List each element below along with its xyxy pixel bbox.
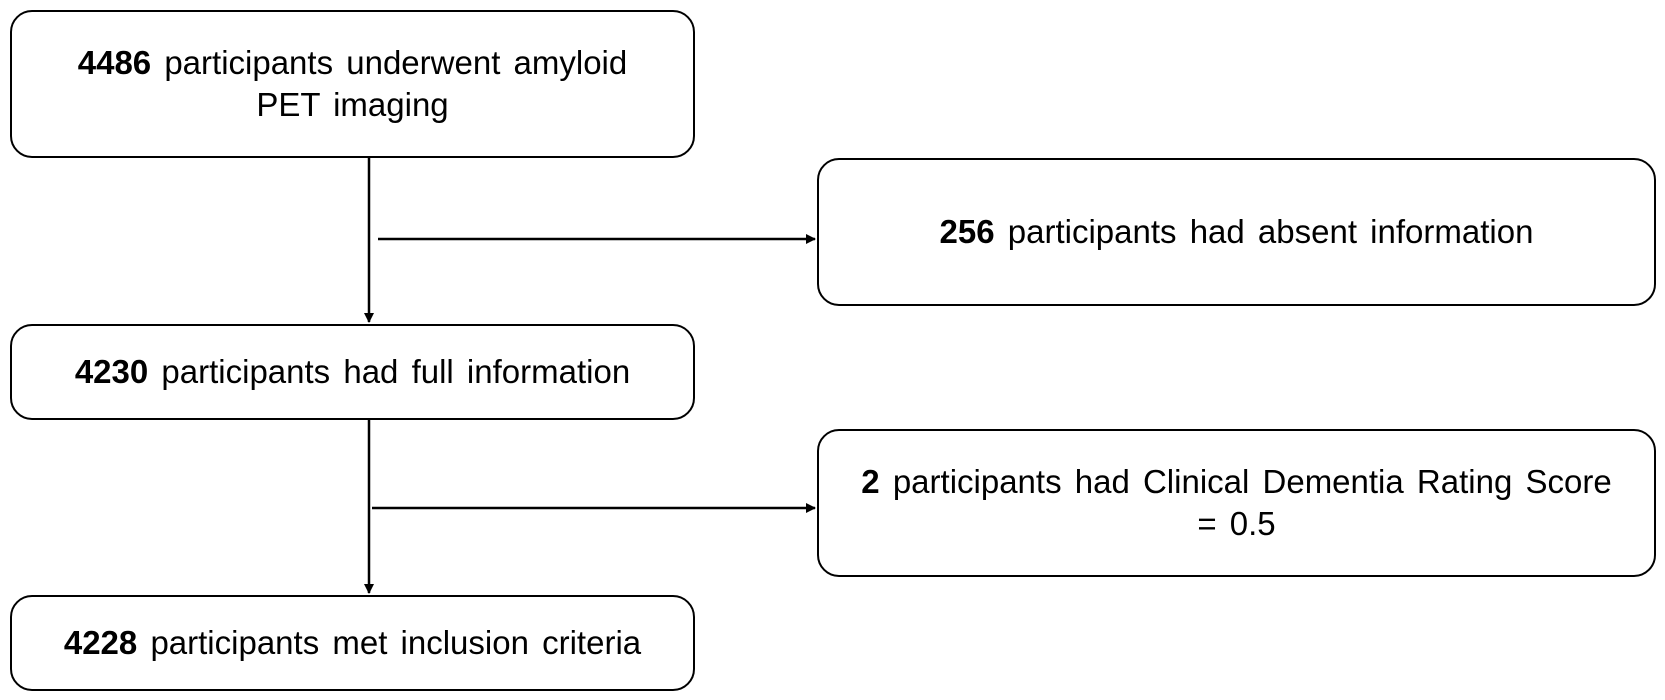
box-inclusion-criteria: 4228 participants met inclusion criteria — [10, 595, 695, 691]
count-full-information: 4230 — [74, 352, 149, 390]
box-full-information: 4230 participants had full information — [10, 324, 695, 420]
label-underwent-pet: participants underwent amyloid PET imagi… — [164, 43, 628, 123]
box-full-information-text: 4230 participants had full information — [75, 351, 630, 393]
label-absent-information: participants had absent information — [1007, 212, 1534, 250]
box-inclusion-criteria-text: 4228 participants met inclusion criteria — [64, 622, 641, 664]
box-absent-information-text: 256 participants had absent information — [940, 211, 1534, 253]
label-cdr-excluded: participants had Clinical Dementia Ratin… — [892, 462, 1612, 542]
label-inclusion-criteria: participants met inclusion criteria — [150, 623, 642, 661]
box-cdr-excluded: 2 participants had Clinical Dementia Rat… — [817, 429, 1656, 577]
count-cdr-excluded: 2 — [861, 462, 880, 500]
box-underwent-pet-text: 4486 participants underwent amyloid PET … — [40, 42, 665, 126]
box-cdr-excluded-text: 2 participants had Clinical Dementia Rat… — [847, 461, 1626, 545]
box-absent-information: 256 participants had absent information — [817, 158, 1656, 306]
label-full-information: participants had full information — [161, 352, 631, 390]
count-absent-information: 256 — [939, 212, 995, 250]
count-underwent-pet: 4486 — [77, 43, 152, 81]
box-underwent-pet: 4486 participants underwent amyloid PET … — [10, 10, 695, 158]
count-inclusion-criteria: 4228 — [63, 623, 138, 661]
